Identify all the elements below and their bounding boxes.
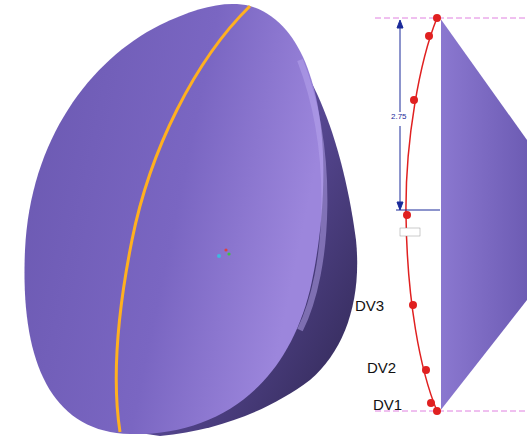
axis-triad <box>217 248 231 258</box>
design-variable: DV1 <box>373 397 402 412</box>
design-variable: DV2 <box>367 360 396 375</box>
edge-highlight <box>300 60 324 330</box>
front-face <box>24 4 323 434</box>
axis-line <box>439 18 441 411</box>
design-variable: DV3 <box>355 298 384 313</box>
control-points <box>403 14 441 415</box>
dimension-value: 2.75 <box>390 113 408 121</box>
coordinate-tag <box>400 228 420 236</box>
profile-curve <box>116 6 250 432</box>
reference-line <box>375 18 527 19</box>
cone-side <box>440 18 527 411</box>
